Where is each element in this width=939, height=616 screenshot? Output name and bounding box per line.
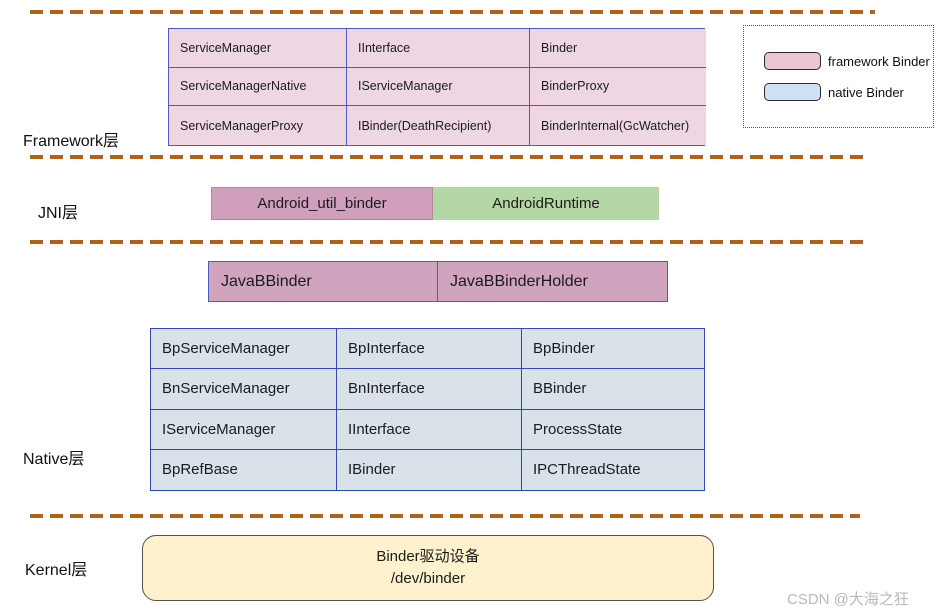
table-cell: JavaBBinderHolder [438, 262, 667, 301]
legend: framework Binder native Binder [743, 25, 934, 128]
separator-line-framework-jni [30, 155, 863, 159]
binder-driver-box: Binder驱动设备 /dev/binder [142, 535, 714, 601]
table-cell: BinderInternal(GcWatcher) [530, 106, 706, 145]
legend-item-framework: framework Binder [764, 52, 933, 70]
separator-line-native-kernel [30, 514, 860, 518]
framework-binder-swatch [764, 52, 821, 70]
table-cell: JavaBBinder [209, 262, 438, 301]
native-classes-table: BpServiceManager BpInterface BpBinder Bn… [150, 328, 705, 491]
android-util-binder-box: Android_util_binder [211, 187, 433, 220]
java-bbinder-row: JavaBBinder JavaBBinderHolder [208, 261, 668, 302]
kernel-layer-label: Kernel层 [25, 562, 88, 579]
table-cell: BBinder [522, 369, 704, 410]
legend-item-native: native Binder [764, 83, 933, 101]
table-cell: BpRefBase [151, 449, 337, 490]
watermark: CSDN @大海之狂 [787, 591, 909, 608]
table-cell: BnServiceManager [151, 369, 337, 410]
native-layer-label: Native层 [23, 451, 85, 468]
legend-label: framework Binder [828, 53, 930, 69]
binder-driver-title: Binder驱动设备 [376, 548, 480, 566]
table-cell: IBinder(DeathRecipient) [347, 106, 530, 145]
legend-label: native Binder [828, 84, 904, 100]
table-cell: BpServiceManager [151, 329, 337, 370]
separator-line-jni-native [30, 240, 863, 244]
table-cell: IBinder [337, 449, 522, 490]
binder-driver-path: /dev/binder [390, 570, 466, 587]
android-runtime-box: AndroidRuntime [433, 187, 659, 220]
table-cell: BpInterface [337, 329, 522, 370]
table-cell: ProcessState [522, 409, 704, 450]
table-cell: ServiceManager [169, 29, 347, 68]
separator-line-top [30, 10, 875, 14]
table-cell: Binder [530, 29, 706, 68]
table-cell: ServiceManagerProxy [169, 106, 347, 145]
table-cell: BnInterface [337, 369, 522, 410]
table-cell: IInterface [337, 409, 522, 450]
table-cell: ServiceManagerNative [169, 67, 347, 107]
jni-layer-label: JNI层 [38, 205, 79, 222]
table-cell: IServiceManager [347, 67, 530, 107]
framework-classes-table: ServiceManager IInterface Binder Service… [168, 28, 706, 146]
table-cell: IServiceManager [151, 409, 337, 450]
framework-layer-label: Framework层 [23, 133, 120, 150]
native-binder-swatch [764, 83, 821, 101]
table-cell: IPCThreadState [522, 449, 704, 490]
table-cell: BinderProxy [530, 67, 706, 107]
table-cell: IInterface [347, 29, 530, 68]
table-cell: BpBinder [522, 329, 704, 370]
